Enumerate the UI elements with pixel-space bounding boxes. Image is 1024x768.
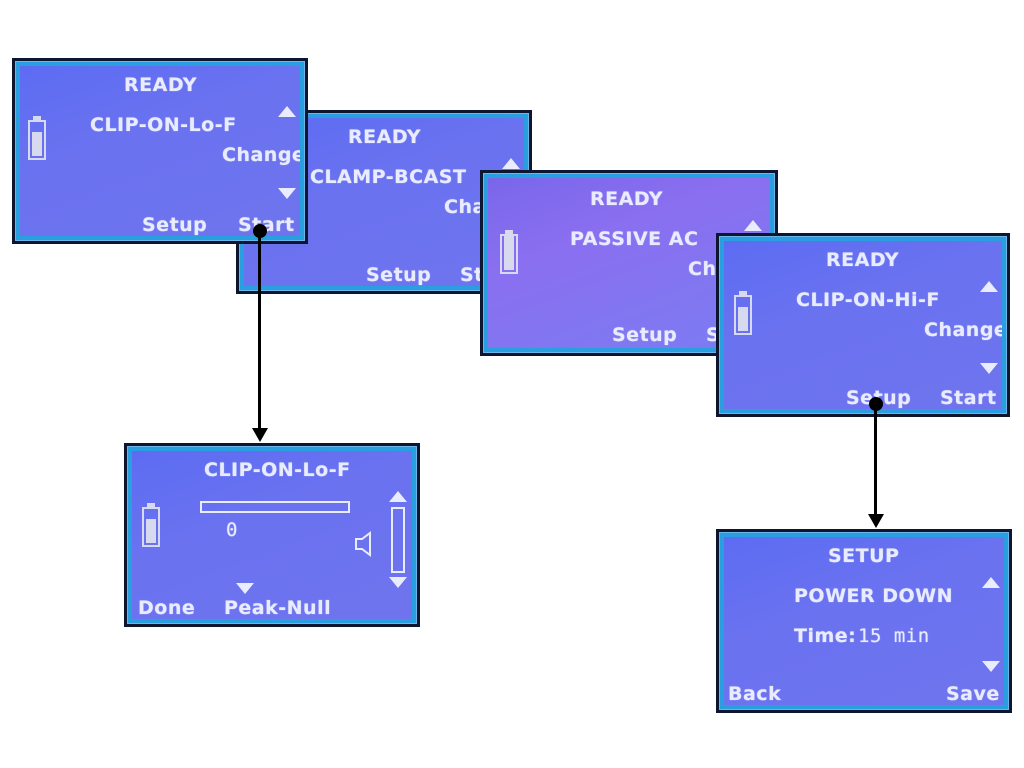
- scroll-down-arrow-icon[interactable]: [278, 188, 296, 199]
- volume-scale[interactable]: [391, 507, 405, 573]
- screen-clip-on-hi-f-display: READY CLIP-ON-Hi-F Change Setup Start: [724, 241, 1002, 409]
- scroll-up-arrow-icon[interactable]: [744, 220, 762, 231]
- change-label: Change: [222, 144, 300, 166]
- save-softkey[interactable]: Save: [946, 683, 1000, 705]
- scroll-down-arrow-icon[interactable]: [389, 577, 407, 588]
- scroll-up-arrow-icon[interactable]: [982, 577, 1000, 588]
- mode-label: CLIP-ON-Hi-F: [796, 289, 940, 311]
- scroll-down-arrow-icon[interactable]: [980, 363, 998, 374]
- change-label: Change: [924, 319, 1002, 341]
- setup-title: SETUP: [828, 545, 900, 567]
- setup-softkey[interactable]: Setup: [612, 324, 678, 346]
- mode-label: CLIP-ON-Lo-F: [204, 459, 351, 481]
- reading-value: 0: [226, 519, 238, 541]
- scroll-down-arrow-icon[interactable]: [982, 661, 1000, 672]
- screen-setup: SETUP POWER DOWN Time: 15 min Back Save: [716, 529, 1012, 713]
- time-label: Time:: [794, 625, 857, 647]
- mode-label: CLIP-ON-Lo-F: [90, 114, 237, 136]
- screen-clip-on-hi-f: READY CLIP-ON-Hi-F Change Setup Start: [716, 233, 1010, 417]
- mode-label: CLAMP-BCAST: [310, 166, 467, 188]
- setup-item: POWER DOWN: [794, 585, 954, 607]
- connector-line-start: [258, 231, 261, 431]
- setup-softkey[interactable]: Setup: [142, 214, 208, 236]
- battery-icon: [734, 291, 752, 335]
- peak-null-arrow-icon: [236, 583, 254, 594]
- back-softkey[interactable]: Back: [728, 683, 782, 705]
- done-softkey[interactable]: Done: [138, 597, 196, 619]
- connector-arrow-start: [252, 428, 268, 442]
- start-softkey[interactable]: Start: [238, 214, 295, 236]
- screen-measure-display: CLIP-ON-Lo-F 0 Done Peak-Null: [132, 451, 412, 619]
- battery-icon: [28, 116, 46, 160]
- time-value: 15 min: [858, 625, 930, 647]
- screen-clip-on-lo-f-display: READY CLIP-ON-Lo-F Change Setup Start: [20, 66, 300, 236]
- scroll-up-arrow-icon[interactable]: [502, 158, 520, 169]
- signal-level-bar: [200, 501, 350, 513]
- setup-softkey[interactable]: Setup: [366, 264, 432, 286]
- battery-icon: [500, 230, 518, 274]
- scroll-up-arrow-icon[interactable]: [980, 281, 998, 292]
- connector-line-setup: [874, 404, 877, 516]
- scroll-up-arrow-icon[interactable]: [278, 106, 296, 117]
- screen-setup-display: SETUP POWER DOWN Time: 15 min Back Save: [724, 537, 1004, 705]
- status-label: READY: [348, 126, 421, 148]
- status-label: READY: [124, 74, 197, 96]
- screen-measure: CLIP-ON-Lo-F 0 Done Peak-Null: [124, 443, 420, 627]
- screen-clip-on-lo-f: READY CLIP-ON-Lo-F Change Setup Start: [12, 58, 308, 244]
- peak-null-softkey[interactable]: Peak-Null: [224, 597, 332, 619]
- connector-arrow-setup: [868, 514, 884, 528]
- speaker-icon[interactable]: [354, 531, 374, 557]
- start-softkey[interactable]: Start: [940, 387, 997, 409]
- battery-icon: [142, 503, 160, 547]
- scroll-up-arrow-icon[interactable]: [389, 491, 407, 502]
- status-label: READY: [826, 249, 899, 271]
- status-label: READY: [590, 188, 663, 210]
- mode-label: PASSIVE AC: [570, 228, 699, 250]
